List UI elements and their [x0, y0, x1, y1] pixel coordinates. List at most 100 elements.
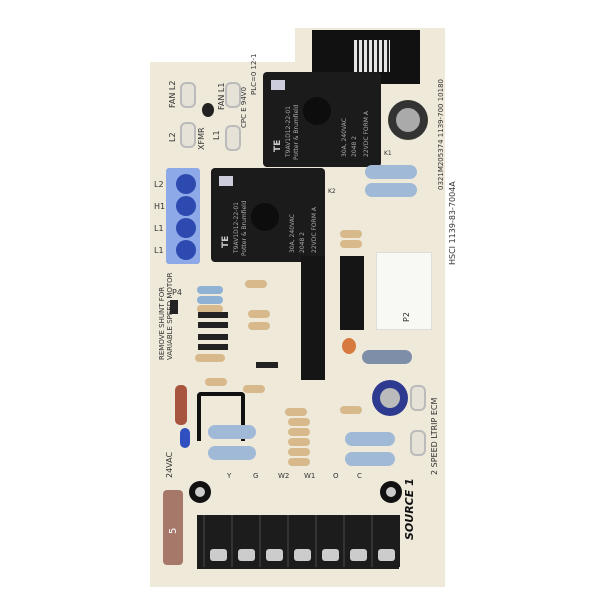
- diode-d4: [198, 344, 228, 350]
- relay-model: T9AV1D12-22-01: [285, 106, 292, 157]
- ecm-terminal[interactable]: [410, 430, 426, 456]
- fan-l2-terminal[interactable]: [180, 82, 196, 108]
- terminal-label-g: G: [253, 472, 259, 480]
- screw-terminal[interactable]: [176, 196, 196, 216]
- relay-label-patch: [271, 80, 285, 90]
- resistor: [340, 230, 362, 238]
- ceramic-capacitor: [180, 428, 190, 448]
- resistor: [197, 296, 223, 304]
- relay-coil-rating: 22VDC FORM A: [311, 207, 318, 253]
- resistor-r21: [243, 385, 265, 393]
- ecm-terminal[interactable]: [410, 385, 426, 411]
- terminal-extra[interactable]: [371, 515, 400, 567]
- resistor-r17: [340, 406, 362, 414]
- resistor: [288, 458, 310, 466]
- electrolytic-capacitor: [388, 100, 428, 140]
- resistor-r22: [195, 354, 225, 362]
- connector-label-l2: L2: [154, 180, 164, 189]
- terminal-w2[interactable]: [259, 515, 288, 567]
- relay-coil: [251, 203, 279, 231]
- diode-d2: [198, 312, 228, 318]
- serial-text: 0321M205374 1139-700 10180: [437, 79, 445, 190]
- connector-label-l1: L1: [154, 224, 164, 233]
- l2-terminal[interactable]: [180, 122, 196, 148]
- barcode-label: [312, 30, 420, 84]
- tantalum-capacitor: [342, 338, 356, 354]
- qr-code: [354, 40, 390, 72]
- connector-label-h1: H1: [154, 202, 166, 211]
- terminal-c[interactable]: [343, 515, 372, 567]
- label-fan-l2: FAN L2: [168, 80, 177, 108]
- terminal-w1[interactable]: [287, 515, 316, 567]
- relay-coil-rating: 22VDC FORM A: [363, 111, 370, 157]
- relay-rating: 30A, 240VAC: [341, 118, 348, 157]
- label-xfmr: XFMR: [197, 127, 206, 150]
- terminal-label-c: C: [357, 472, 362, 480]
- p4-label: P4: [172, 288, 182, 297]
- power-resistor: [345, 452, 395, 466]
- label-l1: L1: [212, 130, 221, 140]
- resistor: [248, 322, 270, 330]
- terminal-block: [197, 515, 400, 569]
- l1-terminal[interactable]: [225, 125, 241, 151]
- terminal-o[interactable]: [315, 515, 344, 567]
- resistor: [197, 286, 223, 294]
- ecm-label: 2 SPEED LTRIP ECM: [430, 397, 439, 475]
- screw-terminal[interactable]: [176, 240, 196, 260]
- relay-rating: 30A, 240VAC: [289, 214, 296, 253]
- p2-label: P2: [402, 312, 411, 322]
- terminal-g[interactable]: [231, 515, 260, 567]
- relay-k1: TE T9AV1D12-22-01 Potter & Brumfield 30A…: [263, 72, 381, 167]
- terminal-label-o: O: [333, 472, 339, 480]
- jumper-p4[interactable]: [170, 300, 178, 314]
- capacitor-c2: [372, 380, 408, 416]
- terminal-label-w1: W1: [304, 472, 316, 480]
- power-resistor: [365, 183, 417, 197]
- resistor: [340, 240, 362, 248]
- film-capacitor: [175, 385, 187, 425]
- screw-terminal[interactable]: [176, 174, 196, 194]
- resistor: [288, 418, 310, 426]
- relay-code: 2048 2: [351, 136, 358, 157]
- relay-k1-ref: K1: [384, 150, 392, 157]
- resistor: [288, 428, 310, 436]
- fuse[interactable]: 5: [163, 490, 183, 565]
- label-cpc: CPC E 94V0: [240, 86, 248, 128]
- shunt-note: REMOVE SHUNT FOR VARIABLE SPEED MOTOR: [158, 272, 174, 360]
- power-resistor: [208, 446, 256, 460]
- resistor: [288, 438, 310, 446]
- power-resistor: [365, 165, 417, 179]
- relay-k2-ref: K2: [328, 188, 336, 195]
- power-resistor-r23: [362, 350, 412, 364]
- terminal-y[interactable]: [203, 515, 232, 567]
- relay-k2: TE T9AV1D12-22-01 Potter & Brumfield 30A…: [211, 168, 325, 262]
- motor-connector-p2[interactable]: [376, 252, 432, 330]
- screw-terminal[interactable]: [176, 218, 196, 238]
- power-connector[interactable]: [166, 168, 200, 264]
- thermistor: [202, 103, 214, 117]
- source-logo: SOURCE 1: [403, 478, 416, 540]
- power-resistor: [345, 432, 395, 446]
- terminal-label-w2: W2: [278, 472, 290, 480]
- diode-d1: [198, 322, 228, 328]
- capacitor-top: [380, 388, 400, 408]
- resistor: [245, 280, 267, 288]
- ic-u2: [340, 256, 364, 330]
- resistor: [197, 305, 223, 313]
- diode-d3: [198, 334, 228, 340]
- relay-model: T9AV1D12-22-01: [233, 202, 240, 253]
- relay-label-patch: [219, 176, 233, 186]
- relay-coil: [303, 97, 331, 125]
- connector-label-l1b: L1: [154, 246, 164, 255]
- relay-brand: TE: [273, 139, 283, 152]
- relay-maker: Potter & Brumfield: [293, 104, 300, 160]
- resistor: [285, 408, 307, 416]
- label-plc: PLC=0 12-1: [250, 53, 258, 95]
- diode-d5: [256, 362, 278, 368]
- mov-bracket: [197, 392, 245, 441]
- fan-l1-terminal[interactable]: [225, 82, 241, 108]
- label-l2: L2: [168, 132, 177, 142]
- relay-maker: Potter & Brumfield: [241, 200, 248, 256]
- mounting-hole: [189, 481, 211, 503]
- ic-u1: [301, 256, 325, 380]
